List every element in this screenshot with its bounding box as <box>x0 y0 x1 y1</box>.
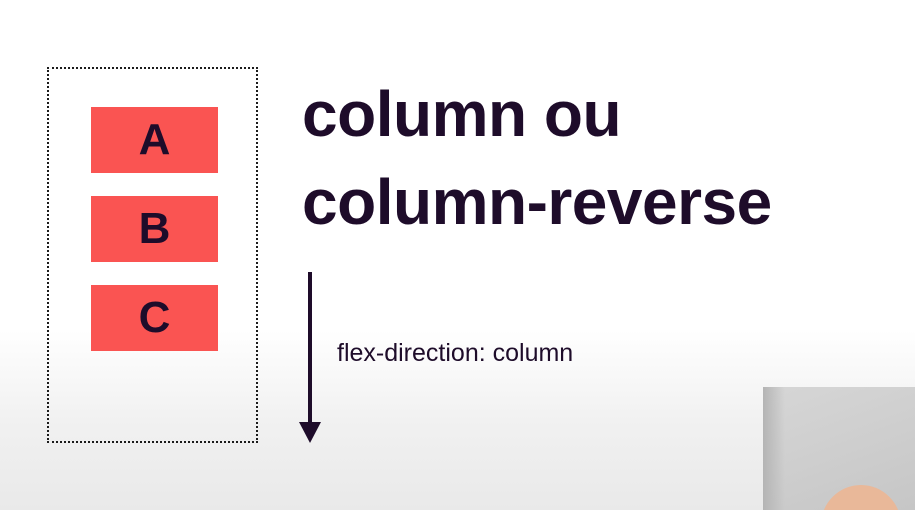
flex-container: A B C <box>47 67 258 443</box>
slide-title: column ou column-reverse <box>302 70 772 246</box>
title-line-2: column-reverse <box>302 166 772 238</box>
down-arrow-icon <box>299 272 321 443</box>
flex-direction-label: flex-direction: column <box>337 339 574 367</box>
title-line-1: column ou <box>302 78 622 150</box>
webcam-shadow <box>763 387 785 510</box>
webcam-overlay <box>763 387 915 510</box>
presenter-hand <box>821 485 901 510</box>
flex-item-b: B <box>91 196 218 262</box>
flex-item-c: C <box>91 285 218 351</box>
flex-item-a: A <box>91 107 218 173</box>
